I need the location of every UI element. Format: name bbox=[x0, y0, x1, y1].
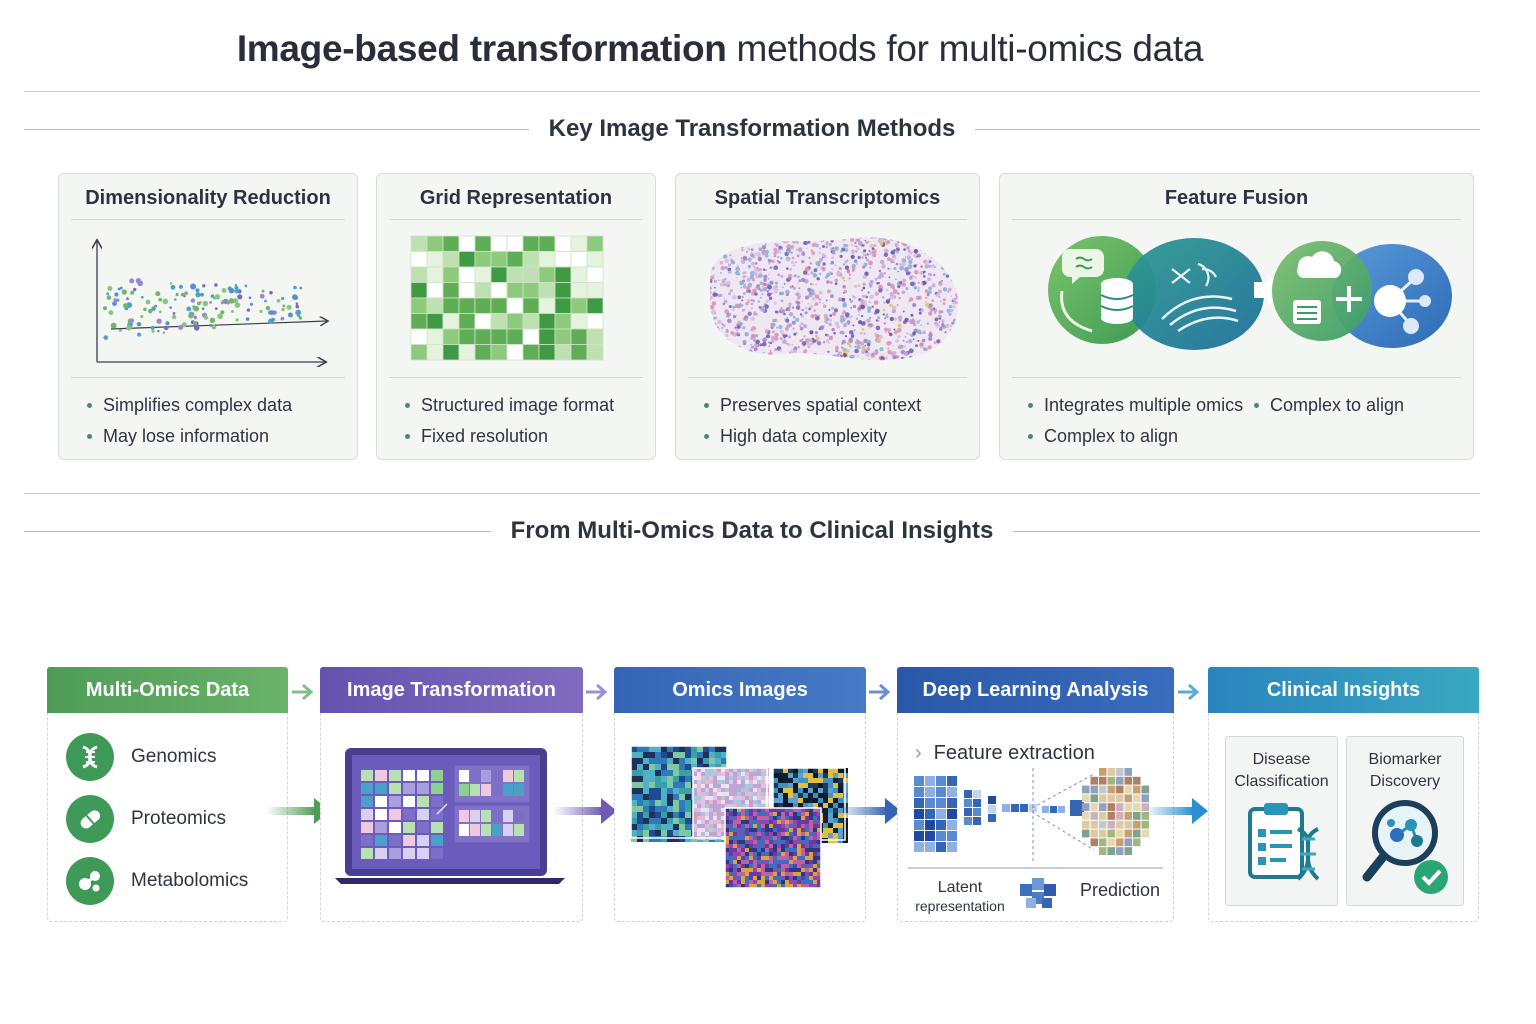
title-divider bbox=[24, 91, 1480, 92]
method-bullets-right: Complex to align bbox=[1254, 390, 1404, 421]
omic-label: Genomics bbox=[131, 746, 217, 767]
pipeline-step-omics-images: Omics Images bbox=[614, 667, 901, 922]
fusion-illustration bbox=[1012, 229, 1461, 371]
method-card-spatial-transcriptomics: Spatial Transcriptomics Preserves spatia… bbox=[675, 173, 980, 460]
network-diagram bbox=[914, 768, 1149, 862]
title-rest: methods for multi-omics data bbox=[726, 28, 1204, 69]
step-header: Clinical Insights bbox=[1208, 667, 1479, 713]
chevron-right-icon: › bbox=[915, 742, 922, 764]
bullet: Integrates multiple omics bbox=[1028, 390, 1243, 421]
prediction-label: Prediction bbox=[1080, 880, 1161, 900]
tissue-section-illustration bbox=[688, 229, 967, 371]
cube-stack-icon bbox=[1020, 878, 1056, 908]
step-arrow bbox=[1178, 683, 1200, 701]
method-bullets: Integrates multiple omics Complex to ali… bbox=[1028, 390, 1243, 452]
method-title: Grid Representation bbox=[419, 187, 613, 209]
insight-line-2: Discovery bbox=[1369, 773, 1441, 790]
method-bullets: Structured image format Fixed resolution bbox=[405, 390, 614, 452]
pill-icon bbox=[66, 795, 114, 843]
method-title: Dimensionality Reduction bbox=[85, 187, 331, 209]
cloud-icon bbox=[1297, 251, 1342, 278]
bullet: Complex to align bbox=[1028, 421, 1243, 452]
feature-extraction-row: › Feature extraction bbox=[915, 742, 1095, 765]
grid-illustration bbox=[389, 229, 643, 371]
pipeline-section-title: From Multi-Omics Data to Clinical Insigh… bbox=[510, 517, 994, 544]
pipeline-step-deep-learning-analysis: Deep Learning Analysis › Feature extract… bbox=[897, 667, 1208, 922]
latent-line-1: Latent bbox=[937, 879, 983, 896]
step-header: Image Transformation bbox=[320, 667, 583, 713]
bullet: May lose information bbox=[87, 421, 292, 452]
database-icon bbox=[1100, 278, 1134, 324]
omics-image-stack bbox=[631, 746, 848, 889]
step-arrow bbox=[586, 683, 608, 701]
method-title: Feature Fusion bbox=[1164, 187, 1309, 209]
method-card-dimensionality-reduction: Dimensionality Reduction Simplifies comp… bbox=[58, 173, 358, 460]
bullet: Complex to align bbox=[1254, 390, 1404, 421]
chat-bubble-icon bbox=[1062, 249, 1104, 284]
omic-label: Proteomics bbox=[131, 808, 227, 829]
omic-label: Metabolomics bbox=[131, 870, 249, 891]
step-arrow bbox=[292, 683, 314, 701]
dl-divider bbox=[908, 867, 1163, 869]
title-bold: Image-based transformation bbox=[236, 28, 727, 69]
network-icon bbox=[1374, 269, 1431, 334]
insight-line-1: Disease bbox=[1252, 751, 1311, 768]
laptop-icon bbox=[335, 748, 565, 884]
pipeline-section-header: From Multi-Omics Data to Clinical Insigh… bbox=[24, 516, 1480, 546]
step-header: Deep Learning Analysis bbox=[897, 667, 1174, 713]
step-header: Omics Images bbox=[614, 667, 866, 713]
bullet: Preserves spatial context bbox=[704, 390, 921, 421]
step-arrow bbox=[869, 683, 891, 701]
molecule-icon bbox=[66, 857, 114, 905]
dna-icon bbox=[66, 733, 114, 781]
page-title: Image-based transformation methods for m… bbox=[0, 28, 1440, 70]
section-divider bbox=[24, 493, 1480, 494]
omic-item-proteomics: Proteomics bbox=[66, 794, 226, 844]
pipeline-step-image-transformation: Image Transformation bbox=[320, 667, 617, 922]
latent-label: Latent representation bbox=[910, 878, 1010, 916]
method-title: Spatial Transcriptomics bbox=[714, 187, 941, 209]
flow-arrow bbox=[1144, 798, 1208, 824]
insight-line-2: Classification bbox=[1234, 773, 1329, 790]
flow-arrow bbox=[837, 798, 901, 824]
scatter-plot-illustration bbox=[71, 229, 345, 371]
feature-extraction-label: Feature extraction bbox=[933, 742, 1095, 764]
flow-arrow bbox=[553, 798, 617, 824]
bullet: Simplifies complex data bbox=[87, 390, 292, 421]
bullet: Fixed resolution bbox=[405, 421, 614, 452]
methods-section-header: Key Image Transformation Methods bbox=[24, 114, 1480, 144]
methods-section-title: Key Image Transformation Methods bbox=[548, 115, 956, 142]
method-card-grid-representation: Grid Representation Structured image for… bbox=[376, 173, 656, 460]
omic-item-genomics: Genomics bbox=[66, 732, 217, 782]
bullet: High data complexity bbox=[704, 421, 921, 452]
magnifier-check-icon bbox=[1362, 800, 1448, 894]
method-card-feature-fusion: Feature Fusion bbox=[999, 173, 1474, 460]
clipboard-dna-icon bbox=[1248, 803, 1320, 881]
method-bullets: Simplifies complex data May lose informa… bbox=[87, 390, 292, 452]
step-header: Multi-Omics Data bbox=[47, 667, 288, 713]
insight-line-1: Biomarker bbox=[1368, 751, 1442, 768]
pipeline-step-multi-omics-data: Multi-Omics Data Genomics Proteomics Met… bbox=[47, 667, 330, 922]
bullet: Structured image format bbox=[405, 390, 614, 421]
latent-line-2: representation bbox=[915, 898, 1005, 914]
method-bullets: Preserves spatial context High data comp… bbox=[704, 390, 921, 452]
omic-item-metabolomics: Metabolomics bbox=[66, 856, 248, 906]
